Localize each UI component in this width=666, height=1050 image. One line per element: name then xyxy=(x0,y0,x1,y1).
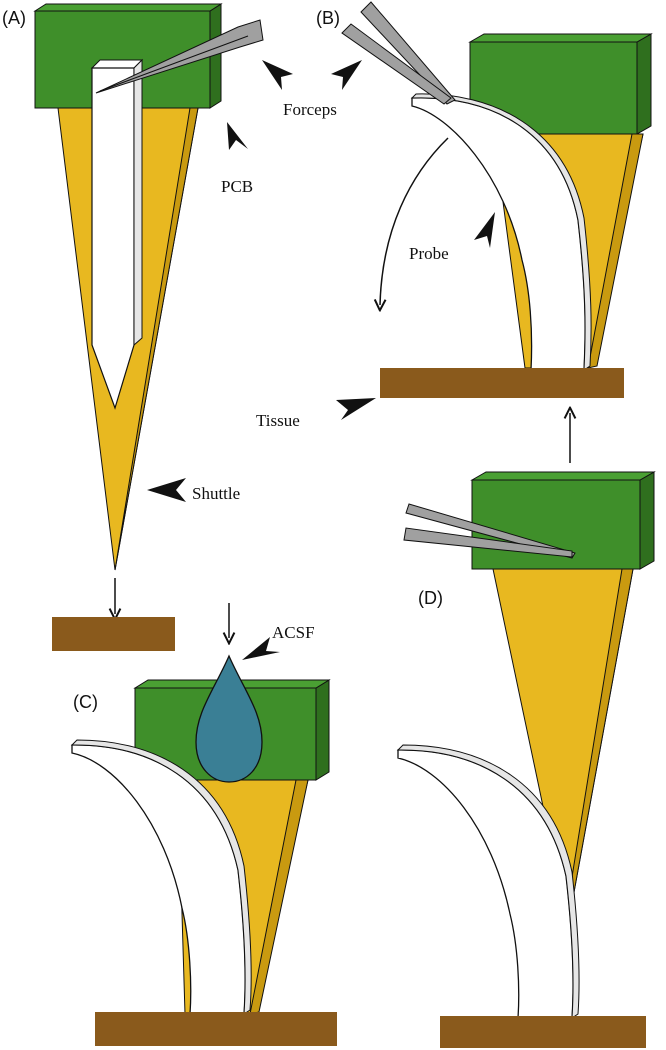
rotation-arrow xyxy=(380,137,449,305)
acsf-drop-icon xyxy=(195,654,263,783)
probe-body xyxy=(91,67,135,410)
panel-label-b: (B) xyxy=(316,8,340,28)
shuttle-edge xyxy=(114,107,199,571)
tissue-block xyxy=(95,1012,337,1046)
probe-pointer-icon xyxy=(474,212,495,248)
acsf-pointer-icon xyxy=(242,637,280,660)
pcb-top xyxy=(33,3,223,12)
pcb-top xyxy=(468,33,653,43)
pcb-pointer-icon xyxy=(227,122,248,150)
pcb-top xyxy=(470,471,656,481)
probe-edge xyxy=(410,93,592,371)
forceps-pointer-icon xyxy=(262,60,293,90)
panel-d xyxy=(396,471,656,1048)
panel-label-c: (C) xyxy=(73,692,98,712)
panel-c xyxy=(70,603,337,1046)
label-shuttle: Shuttle xyxy=(192,484,240,503)
pcb-side xyxy=(636,33,652,135)
probe-edge xyxy=(133,58,143,347)
probe-edge xyxy=(70,739,252,1015)
label-forceps: Forceps xyxy=(283,100,337,119)
forceps-pointer-icon xyxy=(331,60,362,90)
tissue-block xyxy=(380,368,624,398)
panel-label-d: (D) xyxy=(418,588,443,608)
tissue-block xyxy=(440,1016,646,1048)
panel-b xyxy=(262,1,653,420)
label-tissue: Tissue xyxy=(256,411,300,430)
pcb-side xyxy=(315,679,330,781)
shuttle-pointer-icon xyxy=(147,478,186,502)
shuttle-edge xyxy=(587,133,644,369)
label-acsf: ACSF xyxy=(272,623,315,642)
tissue-pointer-icon xyxy=(336,398,376,420)
label-probe: Probe xyxy=(409,244,449,263)
probe-edge xyxy=(396,744,580,1019)
panel-a xyxy=(33,3,264,651)
panel-label-a: (A) xyxy=(2,8,26,28)
tissue-block xyxy=(52,617,175,651)
label-pcb: PCB xyxy=(221,177,253,196)
forceps-icon xyxy=(95,19,264,94)
pcb-side xyxy=(639,471,655,570)
